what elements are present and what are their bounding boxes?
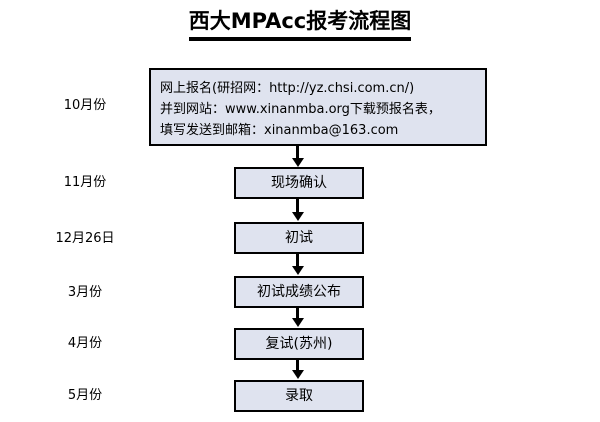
arrow-down-3-icon	[291, 254, 304, 275]
registration-line-3: 填写发送到邮箱：xinanmba@163.com	[160, 123, 399, 138]
flow-node-onsite-confirmation: 现场确认	[234, 167, 364, 199]
timeline-label-november: 11月份	[63, 175, 107, 190]
page-title-container: 西大MPAcc报考流程图	[0, 8, 600, 41]
flow-node-second-interview-label: 复试(苏州)	[265, 336, 333, 352]
arrow-down-1-icon	[291, 146, 304, 167]
arrow-down-2-icon	[291, 199, 304, 221]
registration-line-1: 网上报名(研招网：http://yz.chsi.com.cn/)	[160, 81, 415, 96]
timeline-label-april: 4月份	[67, 336, 103, 351]
registration-line-2: 并到网站：www.xinanmba.org下载预报名表，	[160, 102, 441, 117]
flow-node-admission: 录取	[234, 380, 364, 412]
timeline-label-march: 3月份	[67, 285, 103, 300]
flow-node-admission-label: 录取	[285, 388, 313, 404]
flow-node-online-registration: 网上报名(研招网：http://yz.chsi.com.cn/) 并到网站：ww…	[149, 68, 487, 146]
flow-node-preliminary-results: 初试成绩公布	[234, 276, 364, 308]
flow-node-preliminary-results-label: 初试成绩公布	[257, 284, 341, 300]
timeline-label-may: 5月份	[67, 388, 103, 403]
timeline-label-december26: 12月26日	[55, 231, 115, 246]
flow-node-onsite-confirmation-label: 现场确认	[271, 175, 327, 191]
flow-node-preliminary-exam: 初试	[234, 222, 364, 254]
flow-node-second-interview: 复试(苏州)	[234, 328, 364, 360]
page-title: 西大MPAcc报考流程图	[188, 8, 412, 41]
timeline-label-october: 10月份	[63, 98, 107, 113]
arrow-down-5-icon	[291, 360, 304, 379]
arrow-down-4-icon	[291, 308, 304, 327]
flow-node-preliminary-exam-label: 初试	[285, 230, 313, 246]
